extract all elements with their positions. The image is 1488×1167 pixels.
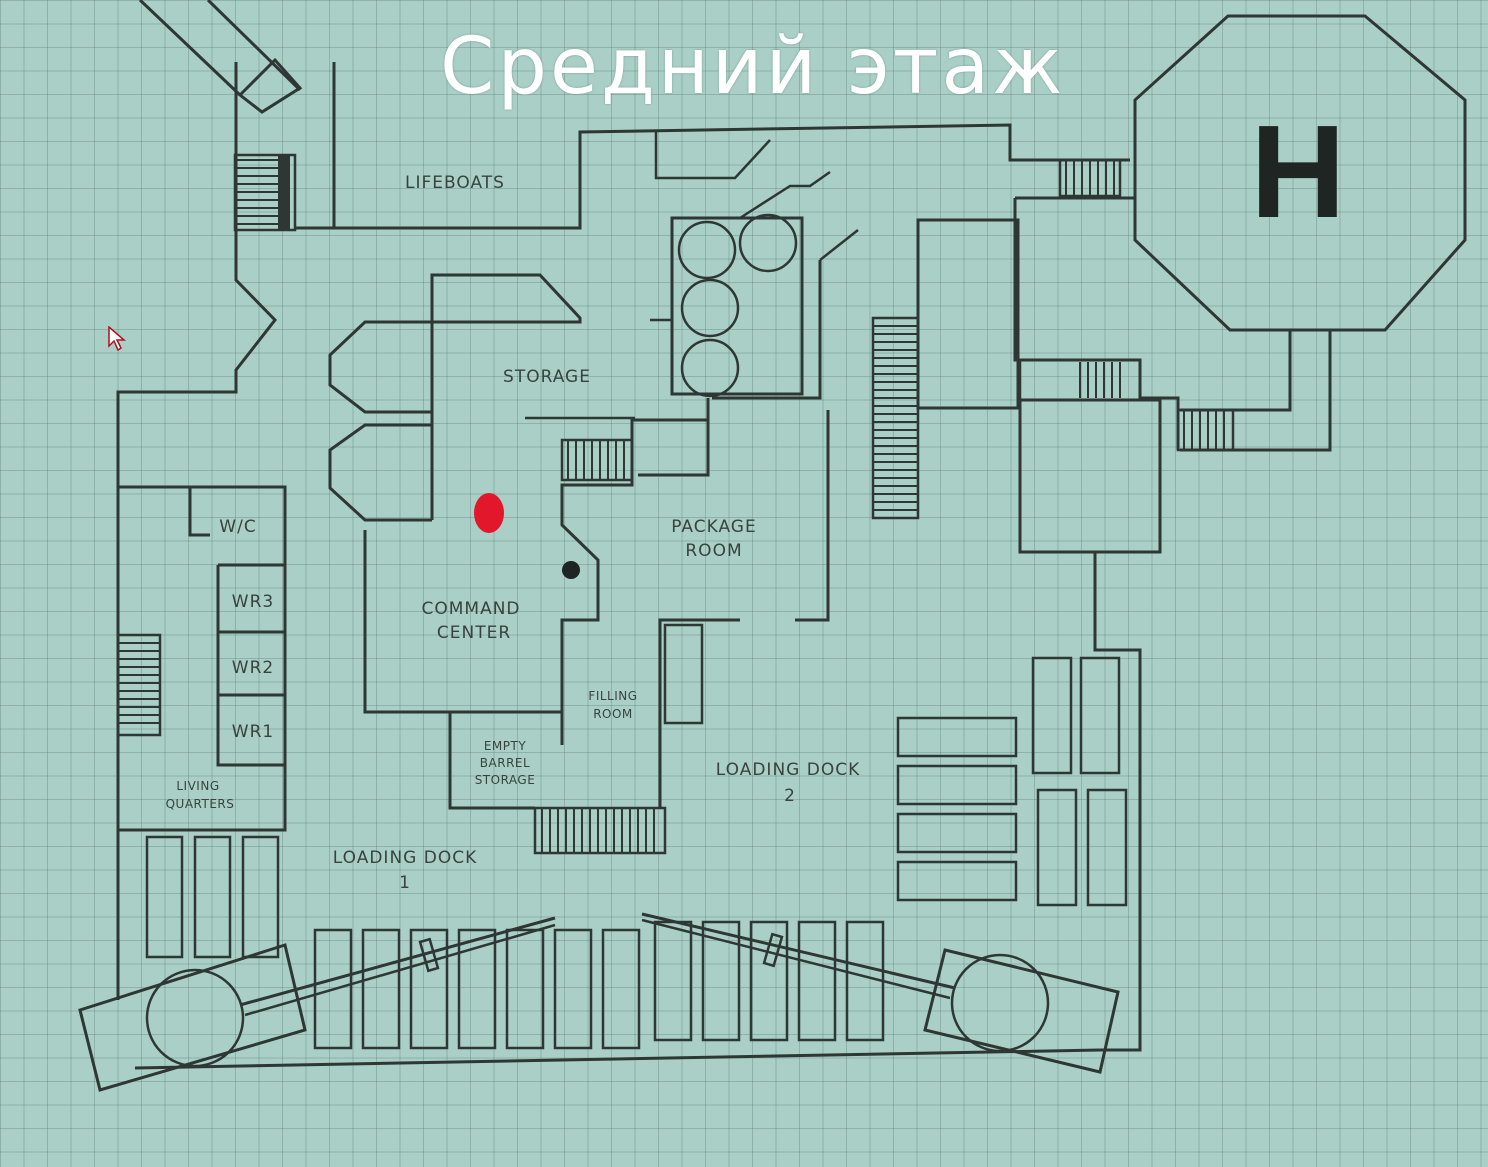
label-dock1-1: LOADING DOCK	[333, 848, 477, 868]
helipad	[1058, 14, 1467, 452]
label-barrel-1: EMPTY	[484, 739, 527, 753]
label-living-2: QUARTERS	[166, 797, 235, 811]
command-center	[363, 398, 830, 808]
label-package-1: PACKAGE	[671, 517, 756, 537]
bottom-crates	[313, 920, 885, 1050]
label-wr2: WR2	[232, 658, 274, 678]
diagonal-corridor	[138, 0, 303, 114]
central-stair	[871, 316, 920, 520]
living-quarters	[116, 485, 287, 959]
label-package-2: ROOM	[685, 541, 742, 561]
east-blocks	[916, 196, 1180, 1052]
crane-left	[78, 916, 556, 1092]
label-storage: STORAGE	[503, 367, 591, 387]
pillar-marker	[562, 561, 580, 579]
helipad-letter: H	[1250, 98, 1346, 245]
west-stair-tower	[116, 62, 336, 930]
label-dock2-1: LOADING DOCK	[716, 760, 860, 780]
position-marker	[474, 493, 504, 533]
stair-divider	[278, 155, 290, 230]
label-filling-1: FILLING	[588, 689, 637, 703]
tanks	[670, 170, 859, 400]
filling-area	[448, 623, 704, 855]
crane-right	[641, 912, 1120, 1074]
label-dock2-2: 2	[784, 786, 796, 806]
storage-room	[328, 273, 672, 522]
label-living-1: LIVING	[176, 779, 219, 793]
label-barrel-3: STORAGE	[475, 773, 536, 787]
label-filling-2: ROOM	[593, 707, 633, 721]
label-command-1: COMMAND	[421, 599, 520, 619]
label-lifeboats: LIFEBOATS	[405, 173, 505, 193]
cursor-arrow-icon	[108, 326, 127, 352]
label-wr3: WR3	[232, 592, 274, 612]
label-wr1: WR1	[232, 722, 274, 742]
label-wc: W/C	[219, 517, 256, 537]
lifeboats-area	[295, 123, 1130, 230]
label-dock1-2: 1	[399, 873, 411, 893]
page-title: Средний этаж	[440, 22, 1066, 112]
label-command-2: CENTER	[437, 623, 511, 643]
dock-2-crates	[896, 656, 1128, 907]
perimeter	[116, 930, 1101, 1070]
label-barrel-2: BARREL	[480, 756, 530, 770]
